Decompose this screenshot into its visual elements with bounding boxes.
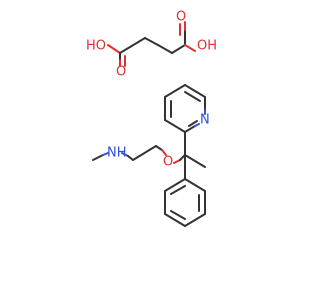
- bond-n-ch2-b: [127, 155, 134, 161]
- bond-py-c2-n: [184, 125, 196, 133]
- bond-py-c3-c2: [164, 119, 186, 133]
- bond-ch2-o: [155, 145, 163, 151]
- atom-label-oh-right: OH: [197, 39, 217, 54]
- bond-ph-inner-3: [170, 185, 186, 195]
- atom-label-ho-left: HO: [86, 39, 106, 54]
- bond-ch2-o-colored: [161, 149, 167, 156]
- bond-ch2-ch2: [132, 145, 157, 161]
- atom-label-o-left: O: [116, 65, 126, 80]
- bond-ho-c-left: [107, 44, 121, 54]
- chemical-structure-diagram: HO O OH O: [86, 10, 217, 227]
- atom-label-ether-o: O: [163, 155, 173, 170]
- bond-py-c6-c5: [184, 84, 206, 98]
- succinic-acid-molecule: HO O OH O: [86, 10, 217, 80]
- bond-ph-4: [164, 213, 186, 227]
- bond-ph-inner-2: [170, 210, 186, 220]
- bond-ph-6: [164, 178, 186, 192]
- bond-py-inner-3: [188, 120, 198, 127]
- bond-chain-4: [171, 44, 186, 54]
- bond-chain-3: [157, 44, 173, 54]
- bond-n-ch2: [121, 152, 129, 157]
- bond-methyl-n-colored: [102, 152, 109, 156]
- bond-chain-2: [144, 37, 159, 46]
- atom-label-pyridine-n: N: [200, 113, 210, 128]
- bond-cq-methyl: [184, 154, 206, 168]
- bond-py-inner-1: [184, 91, 201, 102]
- bond-o-cq: [173, 159, 181, 164]
- bond-chain-1: [119, 37, 146, 54]
- bond-py-c5-c4: [164, 84, 186, 98]
- structure-canvas: HO O OH O: [86, 9, 218, 227]
- atom-label-o-right: O: [176, 10, 186, 25]
- bond-ph-3: [184, 213, 206, 227]
- bond-methyl-n: [92, 154, 104, 161]
- bond-py-c2-n-colored: [194, 123, 200, 127]
- bond-ph-1: [184, 178, 206, 192]
- bond-c-oh-right: [184, 44, 196, 52]
- doxylamine-molecule: NH O N: [92, 84, 210, 227]
- atom-label-nh: NH: [107, 146, 127, 161]
